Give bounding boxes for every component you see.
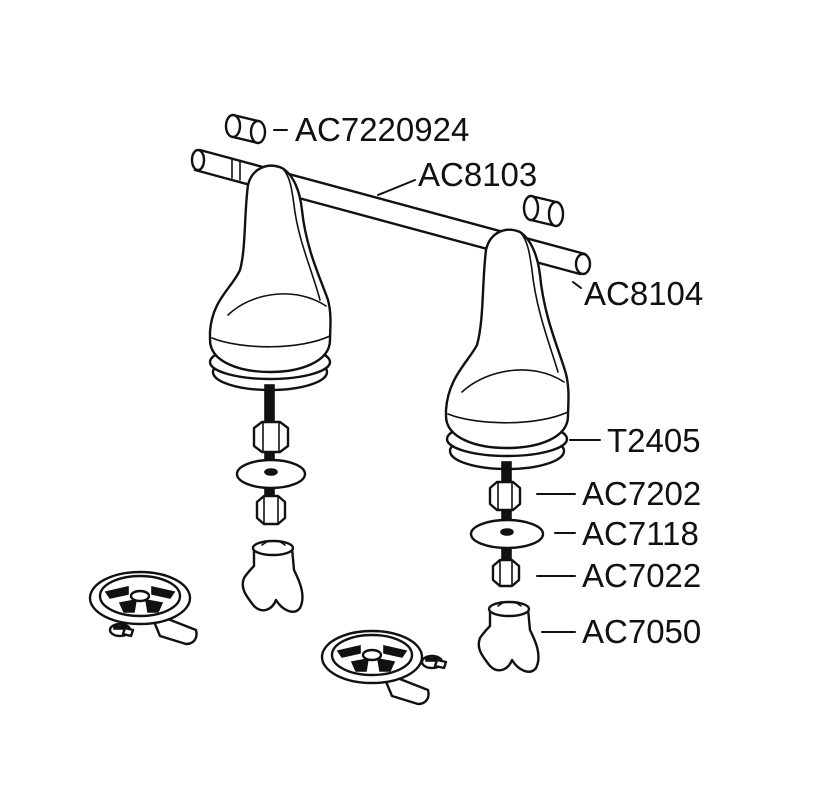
- screw-icon: [108, 622, 135, 638]
- label-bushing: AC7202: [582, 475, 702, 512]
- sleeve-icon: [522, 194, 565, 228]
- screw-icon: [420, 654, 448, 670]
- label-rod-end: AC8104: [584, 275, 704, 312]
- nut-icon: [252, 420, 290, 454]
- wing-nut-icon: [241, 539, 304, 613]
- bolt-icon: [501, 461, 512, 571]
- label-washer-ring: T2405: [607, 422, 701, 459]
- washer-icon: [469, 518, 545, 550]
- anchor-plate-icon: [320, 629, 430, 706]
- nut-icon: [255, 494, 287, 526]
- washer-icon: [235, 458, 307, 490]
- nut-icon: [491, 558, 521, 588]
- wing-nut-icon: [477, 600, 540, 673]
- label-nut: AC7022: [582, 557, 702, 594]
- label-sleeve: AC7220924: [295, 111, 470, 148]
- label-wing-nut: AC7050: [582, 613, 702, 650]
- hinge-post-icon: [444, 228, 570, 471]
- anchor-plate-icon: [88, 570, 198, 646]
- label-rod: AC8103: [418, 156, 538, 193]
- nut-icon: [488, 480, 522, 512]
- leader-lines: [273, 129, 601, 633]
- sleeve-icon: [224, 113, 267, 145]
- label-flat-washer: AC7118: [582, 515, 699, 552]
